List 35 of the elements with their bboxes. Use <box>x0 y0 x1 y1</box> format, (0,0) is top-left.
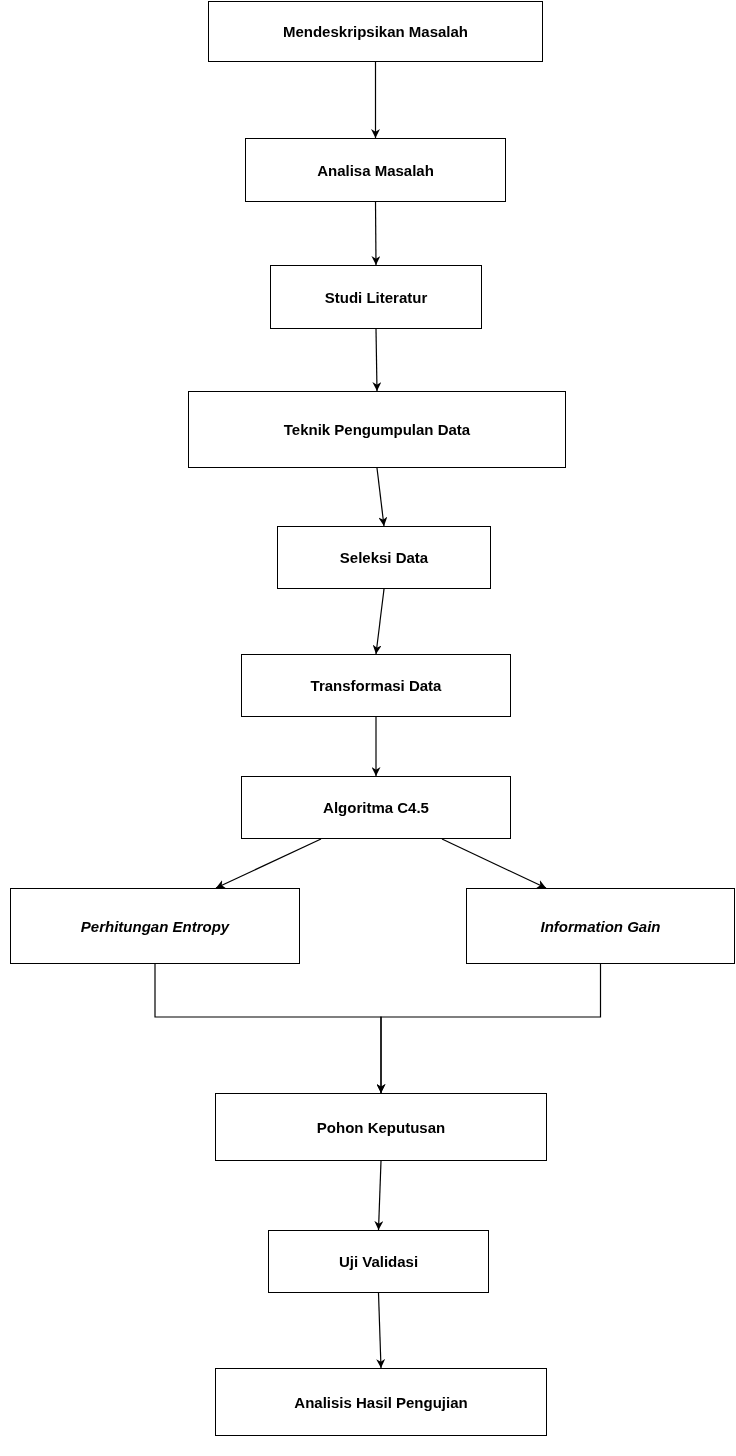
arrow <box>215 838 322 889</box>
arrow <box>376 963 602 1094</box>
box-label: Mendeskripsikan Masalah <box>282 23 469 40</box>
arrow <box>376 1292 386 1369</box>
process-box <box>245 138 506 202</box>
process-box <box>188 391 566 468</box>
arrow <box>371 201 381 266</box>
process-box <box>268 1230 489 1293</box>
box-label: Analisa Masalah <box>317 161 434 179</box>
process-box <box>215 1093 547 1161</box>
box-label: Uji Validasi <box>338 1253 419 1270</box>
box-label: Pohon Keputusan <box>316 1118 446 1136</box>
box-label: Perhitungan Entropy <box>80 917 230 935</box>
box-label: Teknik Pengumpulan Data <box>283 421 471 438</box>
process-box <box>215 1368 547 1436</box>
box-label: Studi Literatur <box>324 288 428 306</box>
arrow <box>371 61 380 139</box>
arrow <box>372 328 382 392</box>
arrow <box>441 838 547 889</box>
process-box <box>10 888 300 964</box>
process-box <box>241 776 511 839</box>
box-label: Information Gain <box>540 917 661 935</box>
process-box <box>277 526 491 589</box>
box-label: Seleksi Data <box>339 549 429 566</box>
box-label: Analisis Hasil Pengujian <box>294 1393 468 1411</box>
arrow <box>374 1160 384 1231</box>
box-label: Transformasi Data <box>310 677 442 694</box>
box-label: Algoritma C4.5 <box>323 799 429 816</box>
process-box <box>466 888 735 964</box>
arrow <box>376 467 388 527</box>
arrow <box>372 588 385 655</box>
process-box <box>270 265 482 329</box>
arrow <box>371 716 381 777</box>
process-box <box>208 1 543 62</box>
process-box <box>241 654 511 717</box>
